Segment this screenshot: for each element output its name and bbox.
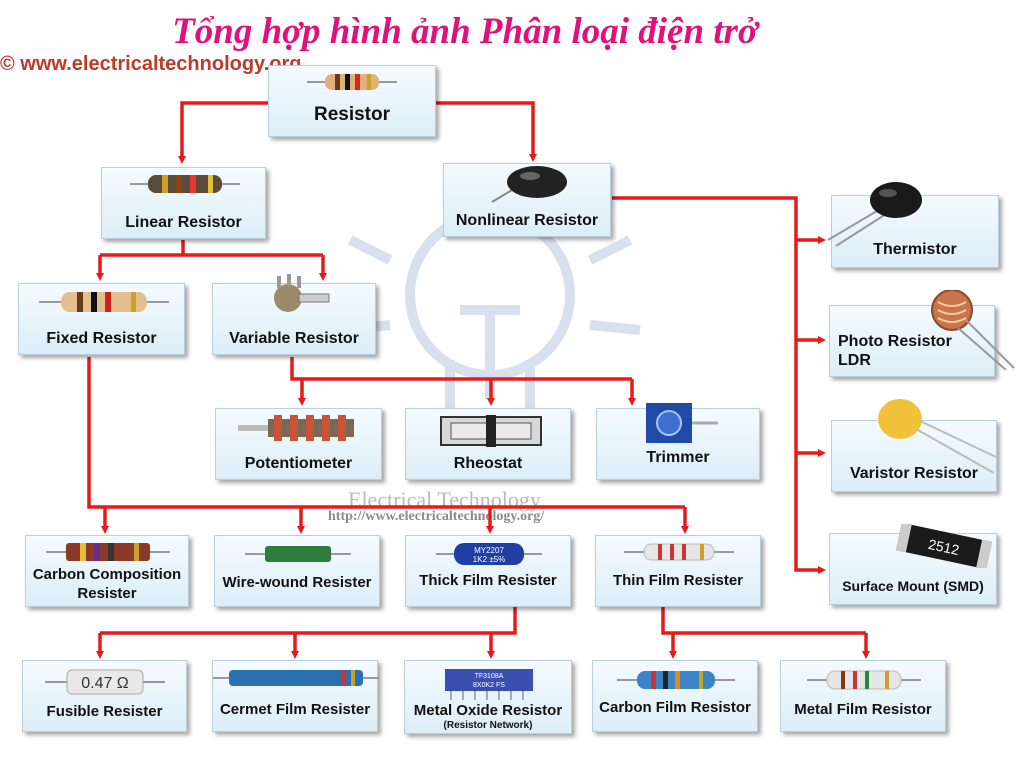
thick-film-resistor-icon: MY2207 1K2 ±5%	[436, 543, 542, 565]
node-label: Nonlinear Resistor	[455, 212, 599, 229]
axial-resistor-icon	[39, 292, 169, 312]
node-label: Cermet Film Resister	[219, 701, 371, 718]
node-label: Photo Resistor LDR	[838, 333, 952, 369]
page-title: Tổng hợp hình ảnh Phân loại điện trở	[172, 11, 758, 52]
node-thick-film: MY2207 1K2 ±5% Thick Film Resister	[405, 535, 571, 607]
node-rheostat: Rheostat	[405, 408, 571, 480]
thin-film-resistor-icon	[624, 543, 734, 561]
node-metal-film: Metal Film Resistor	[780, 660, 946, 732]
node-label: Carbon Film Resistor	[599, 699, 751, 716]
node-label: Wire-wound Resister	[222, 574, 372, 591]
node-photo-resistor: Photo Resistor LDR	[829, 290, 1015, 377]
wirewound-resistor-icon	[245, 546, 351, 562]
marking-text-1: MY2207	[474, 546, 504, 555]
node-label: Rheostat	[453, 455, 523, 472]
marking-text-2: 1K2 ±5%	[473, 555, 505, 564]
node-label: Thick Film Resister	[419, 572, 557, 589]
axial-resistor-icon	[307, 74, 397, 90]
node-label: Trimmer	[646, 449, 710, 466]
node-label: Thin Film Resister	[612, 572, 744, 589]
node-carbon-film: Carbon Film Resistor	[592, 660, 758, 732]
rotary-potentiometer-icon	[274, 274, 330, 312]
node-metal-oxide: TF3108A 8X0K2 FS Metal Oxide Resistor (R…	[404, 660, 572, 734]
node-thermistor: Thermistor	[827, 182, 999, 268]
carbon-composition-icon	[46, 543, 170, 561]
node-fusible: 0.47 Ω Fusible Resister	[22, 660, 187, 732]
node-label: Carbon Composition Resister	[32, 566, 182, 602]
node-variable-resistor: Variable Resistor	[212, 274, 376, 355]
node-linear-resistor: Linear Resistor	[101, 167, 266, 239]
node-varistor: Varistor Resistor	[831, 399, 997, 492]
node-label: Resistor	[313, 104, 391, 125]
node-label: Variable Resistor	[229, 330, 359, 347]
node-sublabel: (Resistor Network)	[443, 720, 533, 731]
node-cermet: Cermet Film Resister	[212, 660, 379, 732]
copyright-text: © www.electricaltechnology.org	[0, 53, 302, 75]
node-trimmer: Trimmer	[596, 403, 760, 480]
node-label: Fixed Resistor	[46, 330, 157, 347]
smd-marking: 2512	[927, 536, 961, 558]
axial-resistor-icon	[130, 175, 240, 193]
node-label: Thermistor	[873, 241, 957, 258]
marking-text-1: TF3108A	[475, 673, 504, 680]
node-label: Fusible Resister	[46, 703, 163, 720]
node-label-main: Metal Oxide Resistor	[413, 702, 563, 719]
resistor-network-icon: TF3108A 8X0K2 FS	[445, 669, 533, 700]
trimmer-icon	[646, 403, 718, 443]
varistor-icon	[878, 399, 997, 474]
node-fixed-resistor: Fixed Resistor	[18, 283, 185, 355]
node-resistor: Resistor	[268, 65, 436, 137]
fusible-resistor-icon	[45, 669, 165, 695]
node-label: Linear Resistor	[125, 214, 242, 231]
node-potentiometer: Potentiometer	[215, 408, 382, 480]
metal-film-resistor-icon	[807, 670, 921, 690]
node-label: Varistor Resistor	[849, 465, 979, 482]
smd-resistor-icon: 2512	[896, 524, 992, 568]
marking-text-2: 8X0K2 FS	[473, 682, 505, 689]
ldr-icon	[931, 290, 1015, 370]
cermet-film-resistor-icon	[213, 670, 379, 686]
node-thin-film: Thin Film Resister	[595, 535, 761, 607]
node-carbon-composition: Carbon Composition Resister	[25, 535, 189, 607]
potentiometer-icon	[238, 415, 354, 441]
thermistor-icon	[827, 182, 922, 247]
node-wirewound: Wire-wound Resister	[214, 535, 380, 607]
node-label: Surface Mount (SMD)	[842, 578, 984, 594]
node-label: Metal Film Resistor	[794, 701, 932, 718]
carbon-film-resistor-icon	[617, 671, 735, 689]
node-label: Potentiometer	[244, 455, 353, 472]
node-label: Metal Oxide Resistor (Resistor Network)	[405, 701, 571, 731]
node-nonlinear-resistor: Nonlinear Resistor	[443, 163, 611, 237]
fusible-marking: 0.47 Ω	[81, 675, 129, 692]
thermistor-disc-icon	[491, 166, 567, 203]
node-smd: 2512 Surface Mount (SMD)	[829, 524, 997, 605]
rheostat-icon	[440, 415, 542, 447]
